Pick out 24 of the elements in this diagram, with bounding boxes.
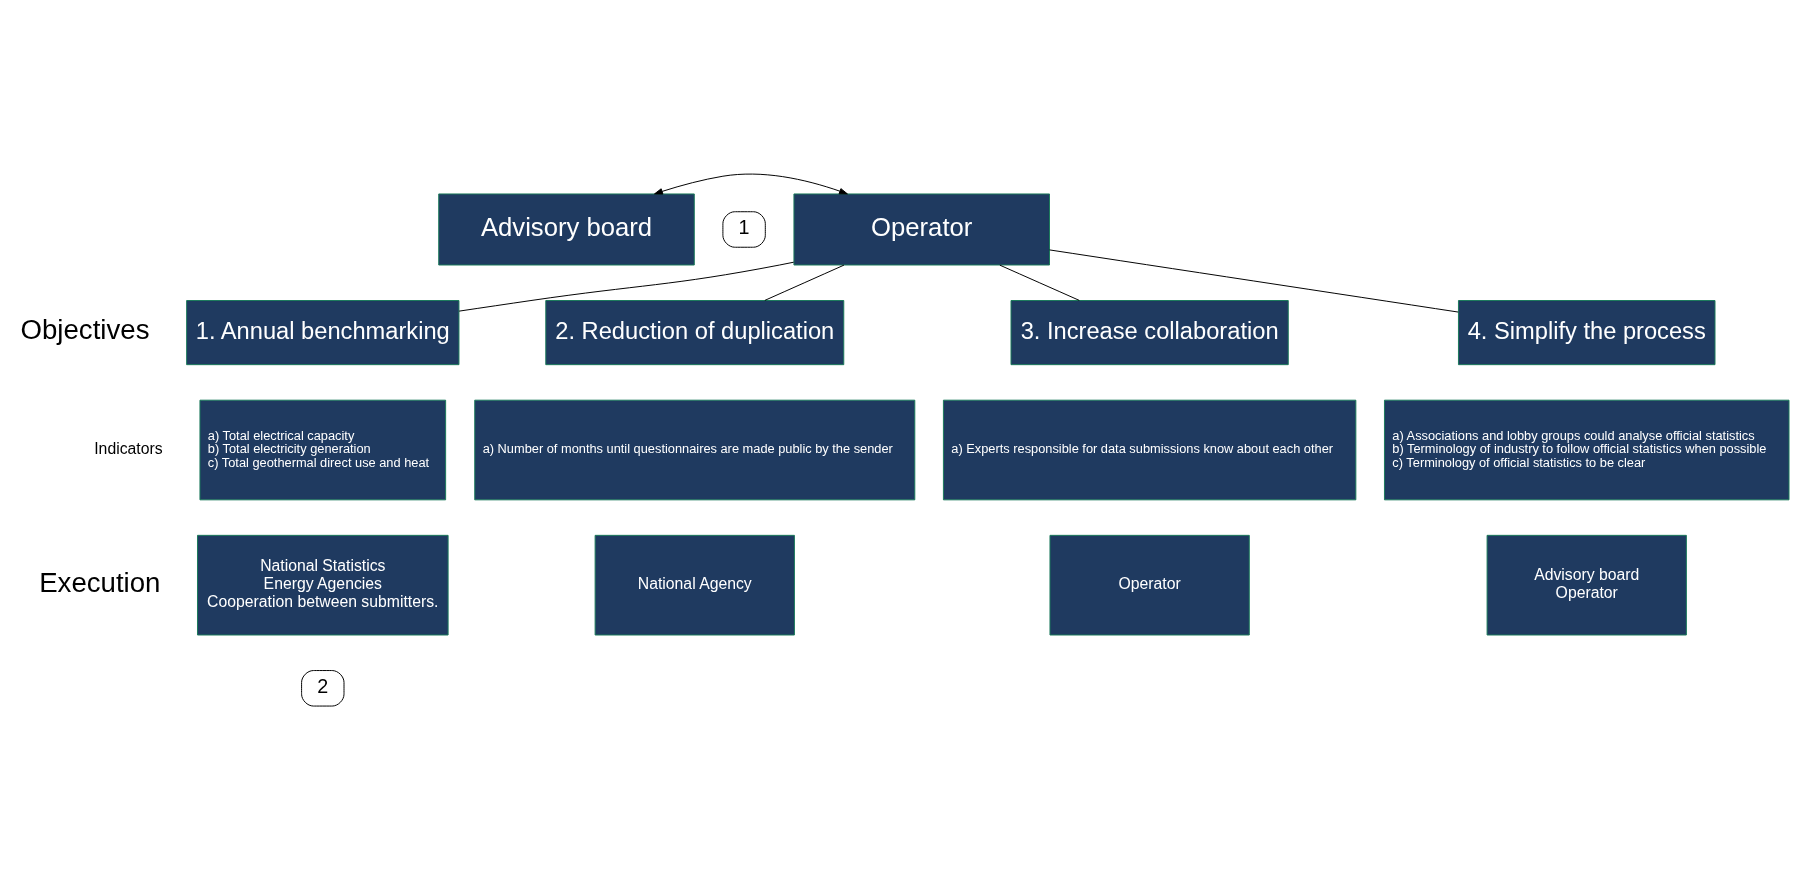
connector (1049, 249, 1459, 313)
connector (764, 264, 845, 301)
label: Objectives (20, 314, 150, 346)
label: Execution (39, 566, 161, 598)
node-box: a) Number of months until questionnaires are made public by the sender (474, 399, 916, 501)
node-box: 2. Reduction of duplication (545, 300, 845, 366)
arrow (654, 173, 848, 195)
connector (999, 264, 1080, 301)
node-box: National Statistics Energy Agencies Cooperation between submitters. (197, 534, 449, 636)
node-box: Operator (793, 193, 1050, 266)
node-box: Operator (1049, 534, 1250, 636)
node-box: 4. Simplify the process (1457, 300, 1716, 366)
node-box: a) Total electrical capacity b) Total electricity generation c) Total geothermal direct use and heat (199, 399, 447, 501)
node-box: Advisory board Operator (1486, 534, 1687, 636)
node-box: a) Associations and lobby groups could analyse official statistics b) Terminology of industry to follow official statistics when possible c) Terminology of official statistics to be clear (1383, 399, 1790, 501)
label: Indicators (94, 439, 163, 457)
node-box: a) Experts responsible for data submissions know about each other (942, 399, 1357, 501)
node-box: 3. Increase collaboration (1010, 300, 1289, 366)
node-box: Advisory board (438, 193, 695, 266)
connector (458, 261, 795, 312)
node-box: 1 (722, 211, 766, 248)
node-box: National Agency (594, 534, 795, 636)
node-box: 1. Annual benchmarking (186, 300, 460, 366)
node-box: 2 (301, 670, 345, 707)
